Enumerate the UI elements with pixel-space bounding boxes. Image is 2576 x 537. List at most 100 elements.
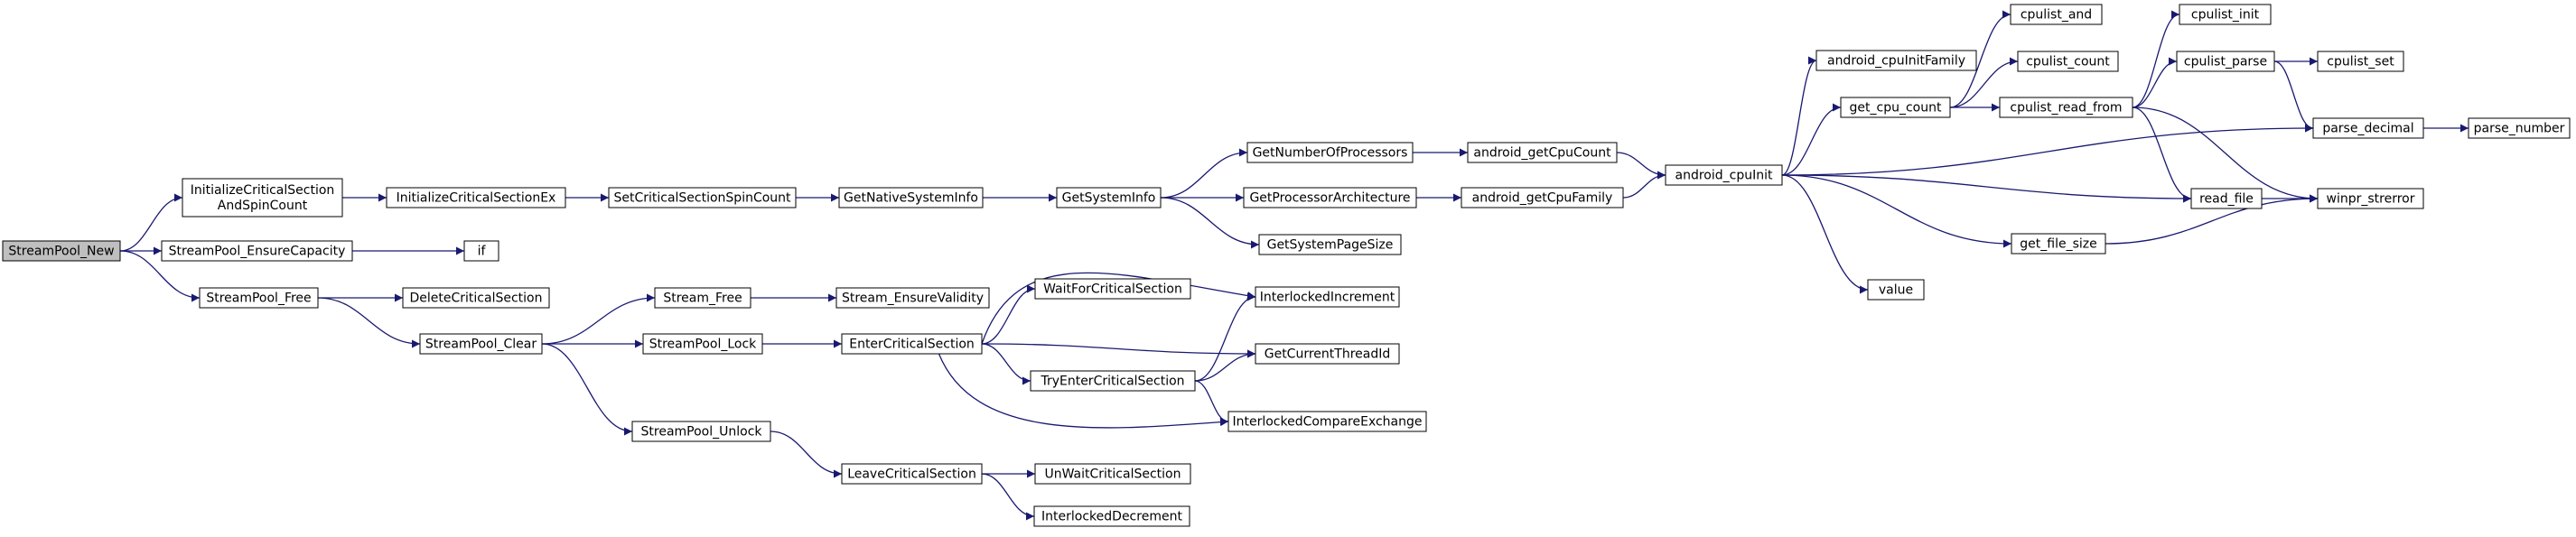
node-streampool-clear[interactable]: StreamPool_Clear: [419, 333, 543, 355]
node-initializecriticalsectionex[interactable]: InitializeCriticalSectionEx: [386, 187, 566, 208]
node-getsysteminfo[interactable]: GetSystemInfo: [1056, 187, 1162, 208]
node-winpr-strerror[interactable]: winpr_strerror: [2317, 188, 2424, 209]
node-box: [419, 333, 543, 355]
node-label: GetProcessorArchitecture: [1249, 191, 1410, 206]
node-cpulist-init[interactable]: cpulist_init: [2179, 4, 2272, 25]
node-cpulist-parse[interactable]: cpulist_parse: [2176, 51, 2275, 72]
node-getnativesysteminfo[interactable]: GetNativeSystemInfo: [838, 187, 984, 208]
node-label: InterlockedCompareExchange: [1232, 415, 1422, 430]
node-label: InitializeCriticalSectionEx: [397, 191, 556, 206]
node-box: [631, 421, 771, 442]
node-label: GetCurrentThreadId: [1265, 347, 1391, 362]
node-stream-free[interactable]: Stream_Free: [654, 287, 751, 309]
node-android-cpuinitfamily[interactable]: android_cpuInitFamily: [1815, 50, 1977, 71]
node-parse-number[interactable]: parse_number: [2468, 117, 2571, 139]
edge-entercriticalsection-to-tryentercriticalsection: [981, 343, 1031, 385]
node-get-cpu-count[interactable]: get_cpu_count: [1840, 97, 1951, 118]
node-cpulist-read-from[interactable]: cpulist_read_from: [1999, 97, 2133, 118]
node-box: [386, 187, 566, 208]
node-parse-decimal[interactable]: parse_decimal: [2312, 117, 2424, 139]
node-box: [2176, 51, 2275, 72]
edge-entercriticalsection-to-interlockedincrement: [981, 272, 1256, 345]
node-label: StreamPool_EnsureCapacity: [169, 245, 346, 259]
node-unwaitcriticalsection[interactable]: UnWaitCriticalSection: [1034, 463, 1191, 485]
node-waitforcriticalsection[interactable]: WaitForCriticalSection: [1034, 278, 1191, 300]
node-cpulist-and[interactable]: cpulist_and: [2010, 4, 2103, 25]
node-box: [1227, 411, 1427, 432]
node-box: [1999, 97, 2133, 118]
node-android-getcpufamily[interactable]: android_getCpuFamily: [1461, 187, 1624, 208]
node-box: [1033, 505, 1190, 527]
node-setcriticalsectionspincount[interactable]: SetCriticalSectionSpinCount: [608, 187, 797, 208]
node-getsystempagesize[interactable]: GetSystemPageSize: [1258, 234, 1402, 255]
node-box: [2312, 117, 2424, 139]
node-interlockedincrement[interactable]: InterlockedIncrement: [1255, 286, 1400, 308]
node-label: StreamPool_Unlock: [641, 425, 763, 440]
node-label: android_getCpuFamily: [1472, 191, 1613, 206]
node-label: LeaveCriticalSection: [847, 468, 976, 482]
node-box: [2317, 188, 2424, 209]
edge-android-cpuinit-to-get-file-size: [1781, 174, 2012, 248]
node-value[interactable]: value: [1867, 279, 1925, 301]
node-getcurrentthreadid[interactable]: GetCurrentThreadId: [1255, 343, 1400, 365]
node-cpulist-set[interactable]: cpulist_set: [2317, 51, 2404, 72]
edge-android-cpuinit-to-parse-decimal: [1781, 124, 2314, 176]
node-get-file-size[interactable]: get_file_size: [2011, 233, 2106, 255]
node-cpulist-count[interactable]: cpulist_count: [2017, 51, 2119, 72]
node-label: DeleteCriticalSection: [410, 292, 543, 306]
node-streampool-lock[interactable]: StreamPool_Lock: [642, 333, 763, 355]
call-nodes: StreamPool_NewInitializeCriticalSectionA…: [2, 4, 2571, 527]
node-stream-ensurevalidity[interactable]: Stream_EnsureValidity: [835, 287, 990, 309]
node-label: cpulist_init: [2191, 8, 2260, 23]
edge-getsysteminfo-to-getsystempagesize: [1160, 197, 1260, 249]
node-box: [1467, 142, 1618, 163]
node-box: [1030, 370, 1196, 392]
edge-android-getcpufamily-to-android-cpuinit: [1622, 171, 1666, 199]
node-streampool-unlock[interactable]: StreamPool_Unlock: [631, 421, 771, 442]
node-getnumberofprocessors[interactable]: GetNumberOfProcessors: [1246, 142, 1414, 163]
node-tryentercriticalsection[interactable]: TryEnterCriticalSection: [1030, 370, 1196, 392]
node-label: SetCriticalSectionSpinCount: [613, 191, 791, 206]
node-box: [841, 333, 983, 355]
node-label: Stream_Free: [663, 292, 742, 306]
node-label: StreamPool_Clear: [425, 338, 537, 352]
node-read-file[interactable]: read_file: [2190, 188, 2263, 209]
node-box: [642, 333, 763, 355]
edge-entercriticalsection-to-interlockedcompareexchange: [938, 353, 1229, 429]
node-deletecriticalsection[interactable]: DeleteCriticalSection: [402, 287, 550, 309]
node-label: android_getCpuCount: [1473, 146, 1611, 161]
node-entercriticalsection[interactable]: EnterCriticalSection: [841, 333, 983, 355]
node-label: get_file_size: [2020, 237, 2096, 252]
node-interlockedcompareexchange[interactable]: InterlockedCompareExchange: [1227, 411, 1427, 432]
node-box: [835, 287, 990, 309]
edge-streampool-unlock-to-leavecriticalsection: [770, 431, 843, 478]
node-label: parse_number: [2474, 122, 2565, 136]
node-box: [838, 187, 984, 208]
node-box: [841, 463, 983, 485]
node-box: [1243, 187, 1417, 208]
node-label: EnterCriticalSection: [849, 338, 975, 352]
node-streampool-ensurecapacity[interactable]: StreamPool_EnsureCapacity: [161, 240, 353, 262]
node-box: [1815, 50, 1977, 71]
node-interlockeddecrement[interactable]: InterlockedDecrement: [1033, 505, 1190, 527]
node-android-getcpucount[interactable]: android_getCpuCount: [1467, 142, 1618, 163]
node-label: parse_decimal: [2322, 122, 2413, 136]
node-label: GetNativeSystemInfo: [844, 191, 978, 206]
node-box: [2, 240, 121, 262]
node-android-cpuinit[interactable]: android_cpuInit: [1665, 164, 1783, 186]
edge-leavecriticalsection-to-interlockeddecrement: [981, 473, 1035, 521]
edge-android-getcpucount-to-android-cpuinit: [1616, 152, 1666, 180]
edge-entercriticalsection-to-getcurrentthreadid: [981, 343, 1256, 358]
node-streampool-free[interactable]: StreamPool_Free: [199, 287, 319, 309]
node-getprocessorarchitecture[interactable]: GetProcessorArchitecture: [1243, 187, 1417, 208]
node-label: WaitForCriticalSection: [1043, 282, 1182, 297]
node-if[interactable]: if: [463, 240, 499, 262]
edge-streampool-new-to-streampool-free: [119, 250, 201, 302]
edge-get-file-size-to-winpr-strerror: [2105, 194, 2319, 245]
edge-get-cpu-count-to-cpulist-count: [1949, 57, 2019, 108]
node-leavecriticalsection[interactable]: LeaveCriticalSection: [841, 463, 983, 485]
node-box: [2017, 51, 2119, 72]
edge-cpulist-read-from-to-cpulist-init: [2132, 10, 2180, 108]
node-label: cpulist_and: [2021, 8, 2092, 23]
